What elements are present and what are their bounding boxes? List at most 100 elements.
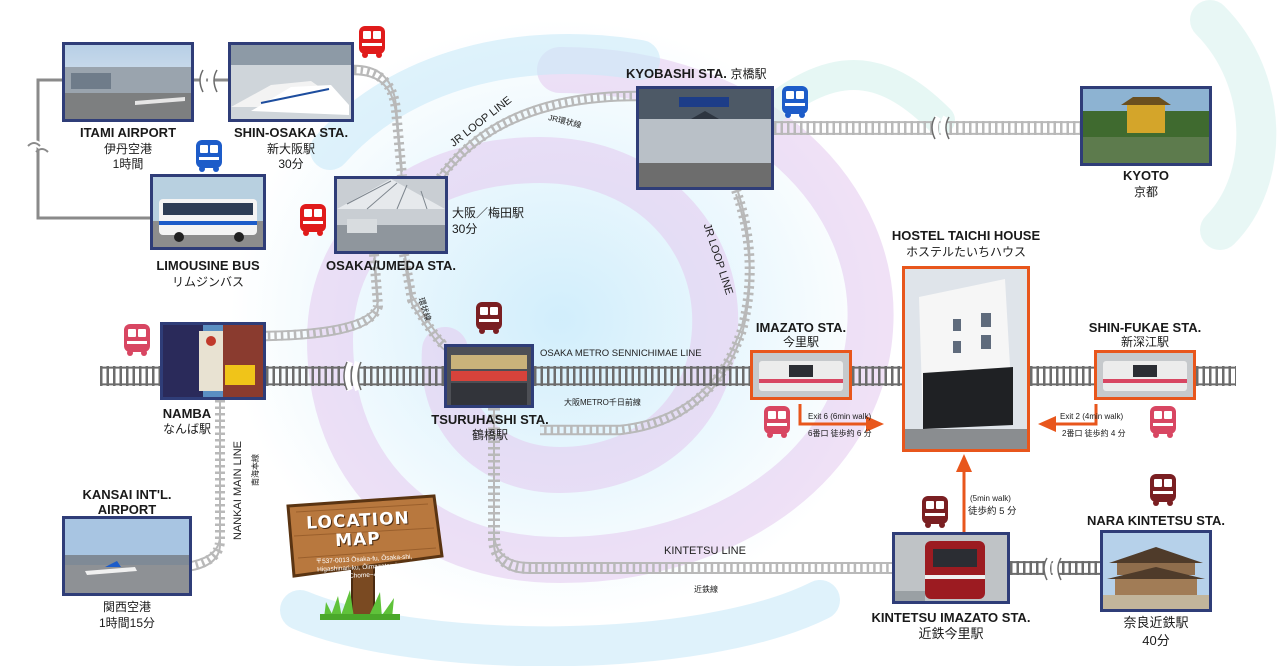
limousine-bus-photo[interactable] xyxy=(150,174,266,250)
imazato-photo[interactable] xyxy=(750,350,852,400)
train-icon xyxy=(1150,474,1176,506)
arrow-icon xyxy=(798,404,868,426)
shin-fukae-photo[interactable] xyxy=(1094,350,1196,400)
main-tracks xyxy=(100,121,1236,575)
itami-airport-name: ITAMI AIRPORT xyxy=(79,125,177,140)
hostel-building-image xyxy=(905,269,1027,449)
kix-image xyxy=(65,519,189,593)
train-icon xyxy=(300,204,326,236)
umeda-station-image xyxy=(337,179,445,251)
bus-icon xyxy=(196,140,222,172)
todaiji-image xyxy=(1103,533,1209,609)
shin-osaka-jp: 新大阪駅 xyxy=(266,142,315,156)
kintetsu-imazato-photo[interactable] xyxy=(892,532,1010,604)
hostel-photo[interactable] xyxy=(902,266,1030,452)
kansai-airport-jp: 関西空港 xyxy=(102,600,151,614)
kyobashi-name: KYOBASHI STA. 京橋駅 xyxy=(626,66,767,82)
bus-image xyxy=(153,177,263,247)
exit2-jp-label: 2番口 徒歩約 4 分 xyxy=(1062,429,1126,438)
kyobashi-en: KYOBASHI STA. xyxy=(626,66,727,81)
kyoto-photo[interactable] xyxy=(1080,86,1212,166)
train-icon xyxy=(782,86,808,118)
kyobashi-photo[interactable] xyxy=(636,86,774,190)
namba-photo[interactable] xyxy=(160,322,266,400)
itami-airport-time: 1時間 xyxy=(112,157,144,171)
exit6-jp-label: 6番口 徒歩約 6 分 xyxy=(808,429,872,438)
kintetsu-walk-jp-label: 徒歩約 5 分 xyxy=(968,506,1017,517)
hostel-name: HOSTEL TAICHI HOUSE xyxy=(891,228,1041,243)
shin-fukae-name: SHIN-FUKAE STA. xyxy=(1088,320,1202,335)
nara-name: NARA KINTETSU STA. xyxy=(1087,513,1225,528)
track-rail xyxy=(403,249,447,343)
metro-train-image xyxy=(753,353,849,397)
limousine-bus-jp: リムジンバス xyxy=(171,275,244,289)
exit2-label: Exit 2 (4min walk) xyxy=(1060,412,1124,421)
tsuruhashi-jp: 鶴橋駅 xyxy=(471,428,508,442)
track-rail xyxy=(540,193,751,436)
osaka-umeda-photo[interactable] xyxy=(334,176,448,254)
imazato-jp: 今里駅 xyxy=(782,335,819,349)
sign-icon xyxy=(286,494,444,620)
kyoto-jp: 京都 xyxy=(1133,185,1158,199)
itami-airport-photo[interactable] xyxy=(62,42,194,122)
limousine-bus-name: LIMOUSINE BUS xyxy=(156,258,260,273)
hostel-jp: ホステルたいちハウス xyxy=(905,245,1026,259)
tsuruhashi-photo[interactable] xyxy=(444,344,534,408)
track-rail xyxy=(265,258,380,342)
nara-photo[interactable] xyxy=(1100,530,1212,612)
airport-image xyxy=(65,45,191,119)
walk-arrows xyxy=(798,404,1098,534)
train-icon xyxy=(476,302,502,334)
track-ties xyxy=(190,400,225,571)
kintetsu-train-image xyxy=(895,535,1007,601)
track-rail xyxy=(353,64,403,172)
kyoto-name: KYOTO xyxy=(1123,168,1169,183)
kintetsu-label: KINTETSU LINE xyxy=(664,545,746,557)
kintetsu-walk-label: (5min walk) xyxy=(970,494,1011,503)
track-rail xyxy=(540,185,751,427)
nara-jp: 奈良近鉄駅 xyxy=(1123,615,1189,630)
shin-osaka-time: 30分 xyxy=(278,157,304,171)
break-icon xyxy=(200,68,1061,582)
tsuruhashi-name: TSURUHASHI STA. xyxy=(431,412,549,427)
tsuruhashi-image xyxy=(447,347,531,405)
arrow-icon xyxy=(956,454,972,472)
kansai-airport-name: KANSAI INT'L. AIRPORT xyxy=(82,487,172,517)
osaka-umeda-jp: 大阪／梅田駅 xyxy=(452,206,525,220)
namba-name: NAMBA xyxy=(162,406,212,421)
arrow-icon xyxy=(1038,416,1056,432)
namba-jp: なんば駅 xyxy=(162,422,211,436)
kansai-airport-time: 1時間15分 xyxy=(98,616,156,630)
track-rail xyxy=(439,99,637,183)
dotonbori-image xyxy=(163,325,263,397)
kintetsu-imazato-jp: 近鉄今里駅 xyxy=(918,626,984,641)
track-ties xyxy=(353,65,407,177)
train-icon xyxy=(1150,406,1176,438)
arrow-icon xyxy=(866,416,884,432)
track-rail xyxy=(191,404,221,572)
kansai-airport-photo[interactable] xyxy=(62,516,192,596)
track-rail xyxy=(493,413,892,575)
kintetsu-imazato-name: KINTETSU IMAZATO STA. xyxy=(871,610,1031,625)
train-icon xyxy=(764,406,790,438)
itami-airport-jp: 伊丹空港 xyxy=(103,142,152,156)
break-outline xyxy=(199,69,1062,581)
nankai-label: NANKAI MAIN LINE xyxy=(232,440,244,540)
grass-icon xyxy=(320,590,400,620)
imazato-name: IMAZATO STA. xyxy=(755,320,847,335)
sennichimae-label: OSAKA METRO SENNICHIMAE LINE xyxy=(540,348,702,359)
train-icon xyxy=(922,496,948,528)
osaka-umeda-time: 30分 xyxy=(452,222,478,236)
shin-osaka-photo[interactable] xyxy=(228,42,354,122)
train-icon xyxy=(359,26,385,58)
sennichimae-jp-label: 大阪METRO千日前線 xyxy=(564,398,641,407)
kintetsu-jp-label: 近鉄線 xyxy=(694,585,718,594)
arrow-icon xyxy=(1054,404,1098,426)
kyobashi-jp: 京橋駅 xyxy=(730,67,767,81)
jr-loop-track xyxy=(265,64,755,436)
shinkansen-image xyxy=(231,45,351,119)
kyobashi-image xyxy=(639,89,771,187)
exit6-label: Exit 6 (6min walk) xyxy=(808,412,872,421)
track-rail xyxy=(439,90,637,175)
